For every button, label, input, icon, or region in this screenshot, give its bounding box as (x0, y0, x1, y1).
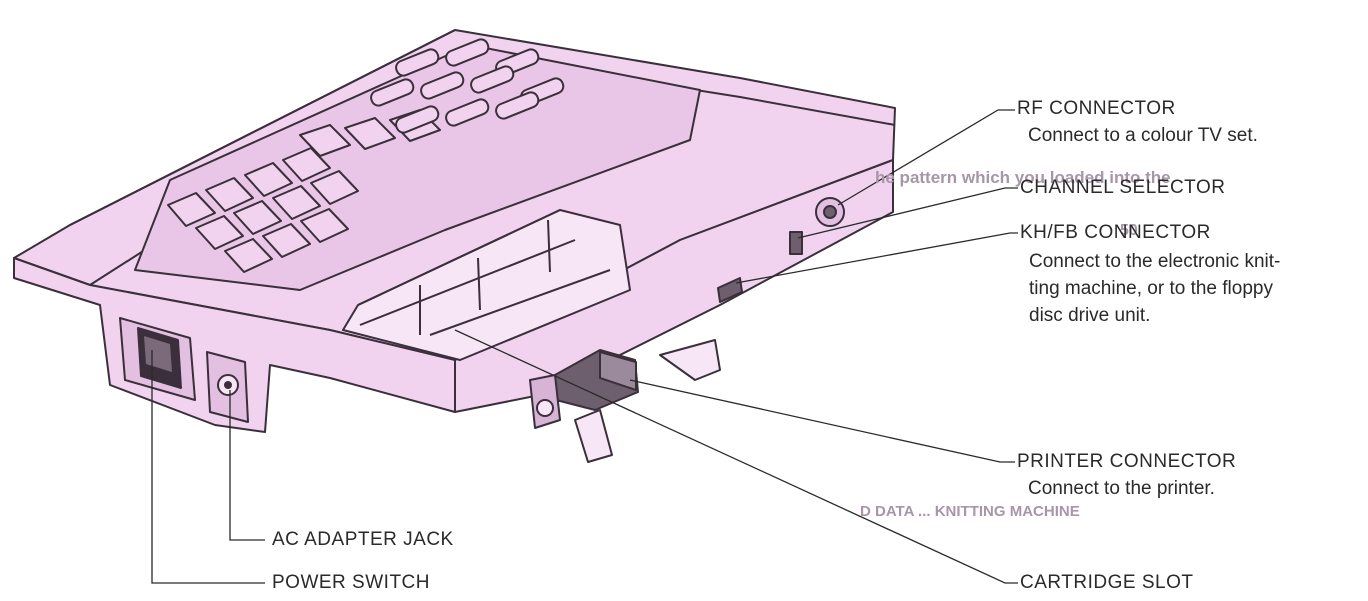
label-khfb-connector: KH/FB CONNECTOR (1020, 221, 1211, 245)
label-ac-adapter-jack: AC ADAPTER JACK (272, 528, 454, 552)
desc-khfb-line-1: Connect to the electronic knit- (1029, 250, 1280, 274)
label-cartridge-slot: CARTRIDGE SLOT (1020, 571, 1193, 595)
label-power-switch: POWER SWITCH (272, 571, 430, 595)
ac-jack-pin (225, 382, 231, 388)
channel-selector-switch (790, 232, 802, 254)
rf-connector-center (824, 206, 836, 218)
label-rf-connector: RF CONNECTOR (1017, 97, 1176, 121)
desc-khfb-line-3: disc drive unit. (1029, 304, 1150, 328)
leader-printer-connector (630, 380, 1015, 462)
label-printer-connector: PRINTER CONNECTOR (1017, 450, 1236, 474)
show-through-text-3: D DATA ... KNITTING MACHINE (860, 503, 1080, 520)
desc-printer-connector: Connect to the printer. (1028, 477, 1215, 501)
device-illustration (14, 30, 895, 462)
label-channel-selector: CHANNEL SELECTOR (1020, 176, 1225, 200)
desc-khfb-line-2: ting machine, or to the floppy (1029, 277, 1273, 301)
cartridge-slot-screw (537, 400, 553, 416)
desc-rf-connector: Connect to a colour TV set. (1028, 124, 1258, 148)
cable-clip-1 (575, 410, 612, 462)
cable-clip-2 (660, 340, 720, 380)
